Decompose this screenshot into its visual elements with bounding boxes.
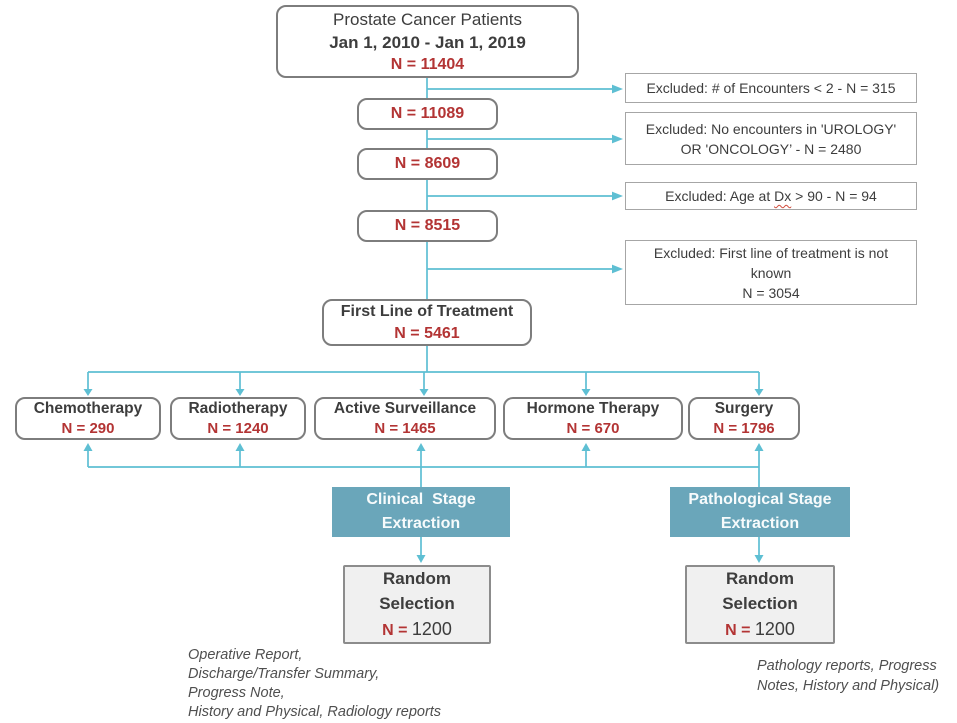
- node-random-selection-clinical: Random Selection N = 1200: [343, 565, 491, 644]
- node-excluded-age-at-dx: Excluded: Age at Dx > 90 - N = 94: [625, 182, 917, 210]
- random-selection-n-label: N =: [382, 621, 412, 639]
- node-hormone-therapy: Hormone Therapy N = 670: [503, 397, 683, 440]
- connector-arrowheads: [83, 84, 764, 563]
- random-selection-n-value: 1200: [411, 618, 452, 639]
- treatment-n-value: N = 1796: [713, 420, 775, 437]
- treatment-n-value: N = 670: [566, 420, 620, 437]
- cohort-title: Prostate Cancer Patients: [333, 9, 522, 29]
- node-active-surveillance: Active Surveillance N = 1465: [314, 397, 496, 440]
- treatment-label: Hormone Therapy: [526, 400, 660, 417]
- treatment-n-value: N = 1240: [207, 420, 269, 437]
- first-line-n-value: N = 5461: [394, 324, 460, 342]
- node-radiotherapy: Radiotherapy N = 1240: [170, 397, 306, 440]
- note-pathology-report-sources: Pathology reports, Progress Notes, Histo…: [757, 658, 940, 694]
- node-surgery: Surgery N = 1796: [688, 397, 800, 440]
- excluded-text-post: > 90 - N = 94: [791, 188, 877, 204]
- random-selection-line1: Random: [383, 568, 451, 588]
- random-selection-n-value: 1200: [754, 618, 795, 639]
- connector-strokes: [87, 78, 760, 555]
- excluded-text: Excluded: Age at Dx > 90 - N = 94: [665, 186, 877, 206]
- extraction-label: Pathological Stage Extraction: [688, 491, 832, 532]
- node-random-selection-pathological: Random Selection N = 1200: [685, 565, 835, 644]
- random-selection-line1: Random: [726, 568, 794, 588]
- cohort-n-value: N = 11404: [390, 55, 465, 73]
- node-pathological-stage-extraction: Pathological Stage Extraction: [670, 487, 850, 537]
- excluded-text-pre: Excluded: Age at: [665, 188, 775, 204]
- node-n-11089: N = 11089: [357, 98, 498, 130]
- node-n-8609: N = 8609: [357, 148, 498, 180]
- node-excluded-encounters: Excluded: # of Encounters < 2 - N = 315: [625, 73, 917, 103]
- treatment-n-value: N = 1465: [374, 420, 436, 437]
- node-excluded-first-line-unknown: Excluded: First line of treatment is not…: [625, 240, 917, 305]
- random-selection-n: N = 1200: [725, 616, 795, 644]
- extraction-label: Clinical Stage Extraction: [366, 491, 476, 532]
- random-selection-line2: Selection: [722, 593, 798, 613]
- treatment-label: Radiotherapy: [188, 400, 288, 417]
- excluded-text: Excluded: # of Encounters < 2 - N = 315: [646, 80, 896, 96]
- cohort-date-range: Jan 1, 2010 - Jan 1, 2019: [329, 32, 526, 52]
- excluded-text: Excluded: First line of treatment is not…: [653, 244, 889, 301]
- node-n-8515: N = 8515: [357, 210, 498, 242]
- step-n-value: N = 8609: [394, 155, 461, 172]
- node-prostate-cancer-patients: Prostate Cancer Patients Jan 1, 2010 - J…: [276, 5, 579, 78]
- treatment-label: Surgery: [714, 400, 774, 417]
- random-selection-line2: Selection: [379, 593, 455, 613]
- random-selection-n-label: N =: [725, 621, 755, 639]
- node-excluded-no-encounters-urology-oncology: Excluded: No encounters in 'UROLOGY' OR …: [625, 112, 917, 165]
- first-line-label: First Line of Treatment: [340, 302, 514, 320]
- excluded-text-dx-misspell: Dx: [774, 188, 792, 204]
- treatment-n-value: N = 290: [61, 420, 115, 437]
- node-chemotherapy: Chemotherapy N = 290: [15, 397, 161, 440]
- node-clinical-stage-extraction: Clinical Stage Extraction: [332, 487, 510, 537]
- note-clinical-report-sources: Operative Report, Discharge/Transfer Sum…: [188, 647, 442, 720]
- step-n-value: N = 11089: [390, 105, 465, 122]
- node-first-line-of-treatment: First Line of Treatment N = 5461: [322, 299, 532, 346]
- treatment-label: Active Surveillance: [333, 400, 477, 417]
- step-n-value: N = 8515: [394, 217, 461, 234]
- random-selection-n: N = 1200: [382, 616, 452, 644]
- excluded-text: Excluded: No encounters in 'UROLOGY' OR …: [645, 120, 897, 157]
- treatment-label: Chemotherapy: [33, 400, 143, 417]
